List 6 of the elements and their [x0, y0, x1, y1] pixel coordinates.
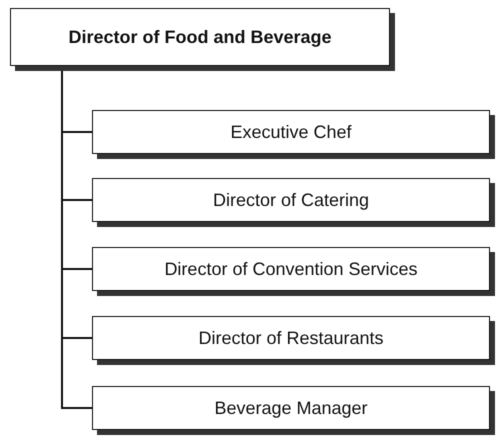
box-title: Director of Restaurants: [198, 328, 384, 348]
box-title: Executive Chef: [230, 122, 352, 142]
box-title: Director of Catering: [212, 190, 370, 210]
box-title: Beverage Manager: [214, 398, 368, 418]
box-title: Director of Convention Services: [164, 258, 418, 280]
box-title: Director of Food and Beverage: [68, 26, 332, 48]
